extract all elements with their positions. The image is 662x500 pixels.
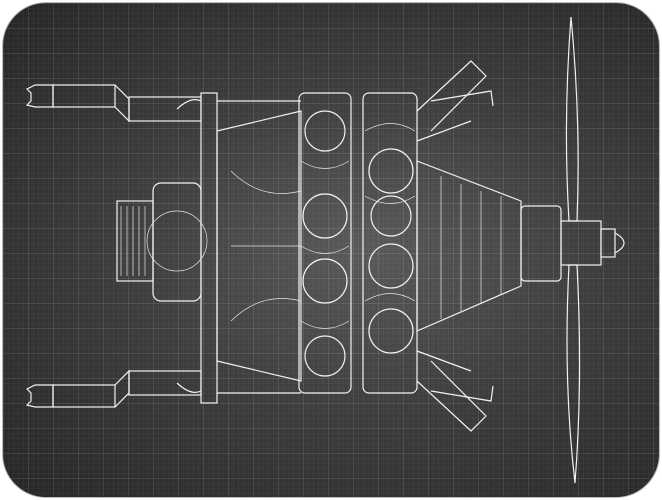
cylinder-bank-rear: [298, 92, 352, 394]
propeller-blade: [565, 16, 581, 484]
nose-case: [416, 160, 562, 332]
exhaust-pipe-top: [25, 84, 202, 123]
propeller-hub: [560, 220, 625, 266]
intake-pipes: [416, 60, 494, 432]
accessory-section: [116, 182, 208, 302]
engine-drawing: [25, 16, 625, 484]
mount-frame: [176, 92, 301, 404]
exhaust-pipe-bottom: [25, 369, 202, 408]
crankcase-rear: [216, 110, 302, 382]
cylinder-bank-front: [362, 92, 418, 394]
